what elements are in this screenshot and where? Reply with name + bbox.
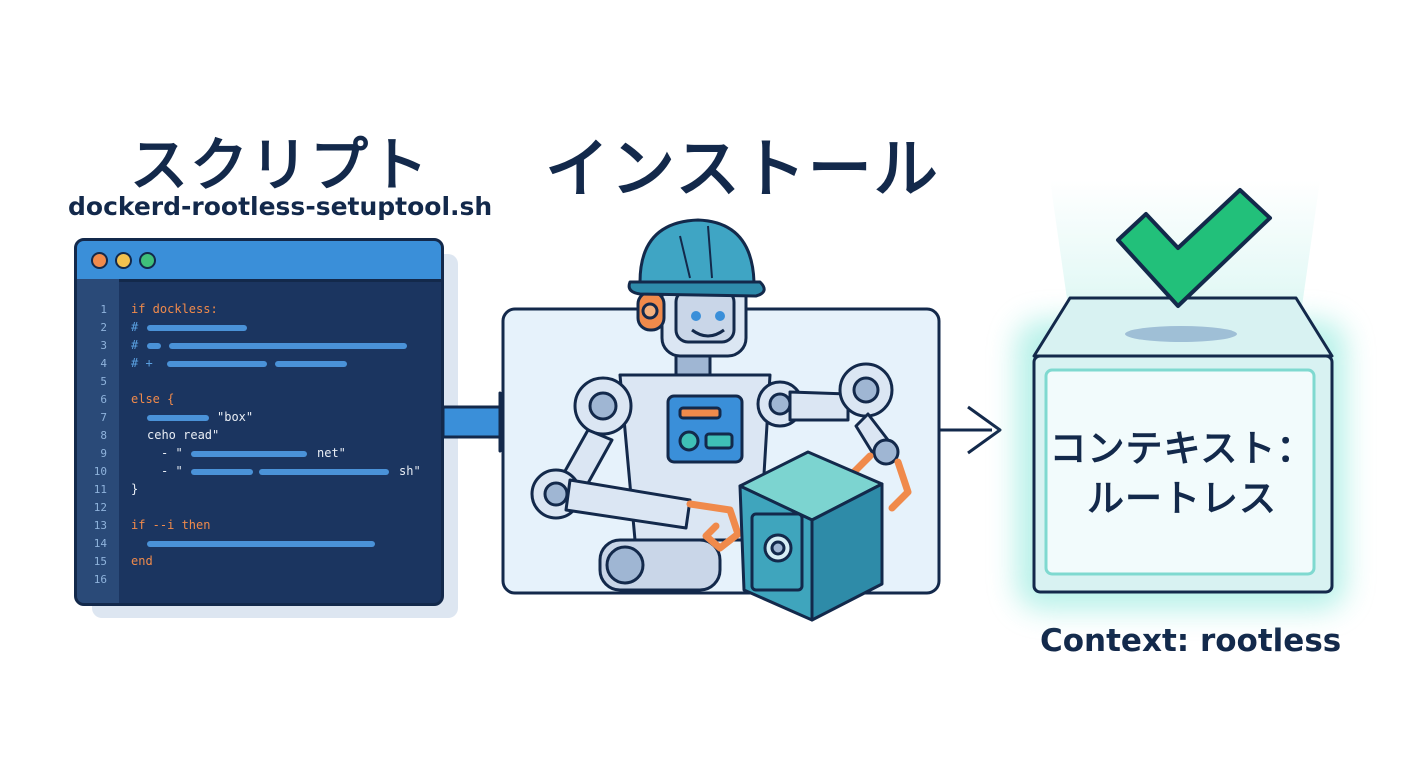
code-placeholder — [147, 415, 209, 421]
line-number: 9 — [100, 447, 107, 460]
code-line: ceho read" — [147, 428, 220, 442]
minimize-dot-icon — [115, 252, 132, 269]
code-line: end — [131, 554, 153, 568]
robot-worker-icon — [530, 272, 912, 592]
light-beam — [1050, 180, 1320, 320]
script-title: スクリプト — [130, 131, 431, 199]
line-number: 11 — [93, 483, 107, 496]
code-placeholder — [147, 343, 161, 349]
safe-box-icon — [738, 450, 884, 622]
terminal-titlebar — [77, 241, 441, 282]
code-line: sh" — [399, 464, 421, 478]
code-placeholder — [169, 343, 407, 349]
line-number: 3 — [100, 339, 107, 352]
arrow-right-icon — [939, 405, 1002, 455]
code-line: "box" — [217, 410, 254, 424]
code-placeholder — [191, 469, 253, 475]
line-number: 2 — [100, 321, 107, 334]
hard-hat-icon — [627, 218, 766, 298]
line-number-gutter — [77, 279, 119, 603]
code-line: else { — [131, 392, 175, 406]
code-placeholder — [147, 541, 375, 547]
line-number: 14 — [93, 537, 107, 550]
code-line: # + — [131, 356, 153, 370]
code-line: # — [131, 338, 139, 352]
code-line: net" — [317, 446, 346, 460]
context-box-label-line1: コンテキスト： — [1049, 427, 1315, 470]
maximize-dot-icon — [139, 252, 156, 269]
line-number: 1 — [100, 303, 107, 316]
code-line: if dockless: — [131, 302, 218, 316]
close-dot-icon — [91, 252, 108, 269]
code-placeholder — [333, 361, 347, 367]
line-number: 15 — [93, 555, 107, 568]
context-caption: Context: rootless — [1040, 623, 1342, 659]
code-line: if --i then — [131, 518, 211, 532]
code-placeholder — [147, 325, 247, 331]
line-number: 13 — [93, 519, 107, 532]
code-placeholder — [259, 469, 389, 475]
line-number: 5 — [100, 375, 107, 388]
line-number: 6 — [100, 393, 107, 406]
code-line: - " — [161, 446, 183, 460]
line-number: 7 — [100, 411, 107, 424]
install-panel — [501, 307, 941, 595]
code-placeholder — [167, 361, 267, 367]
code-line: # — [131, 320, 139, 334]
install-title: インストール — [545, 133, 940, 207]
line-number: 4 — [100, 357, 107, 370]
line-number: 16 — [93, 573, 107, 586]
code-line: } — [131, 482, 139, 496]
script-filename: dockerd-rootless-setuptool.sh — [68, 192, 493, 221]
context-box-label-line2: ルートレス — [1087, 477, 1277, 520]
line-number: 10 — [93, 465, 107, 478]
checkmark-icon — [1116, 188, 1272, 308]
line-number: 8 — [100, 429, 107, 442]
code-placeholder — [275, 361, 341, 367]
terminal-window: 1 2 3 4 5 6 7 8 9 10 11 12 13 14 15 16 i… — [74, 238, 444, 606]
line-number: 12 — [93, 501, 107, 514]
code-line: - " — [161, 464, 183, 478]
code-placeholder — [191, 451, 307, 457]
